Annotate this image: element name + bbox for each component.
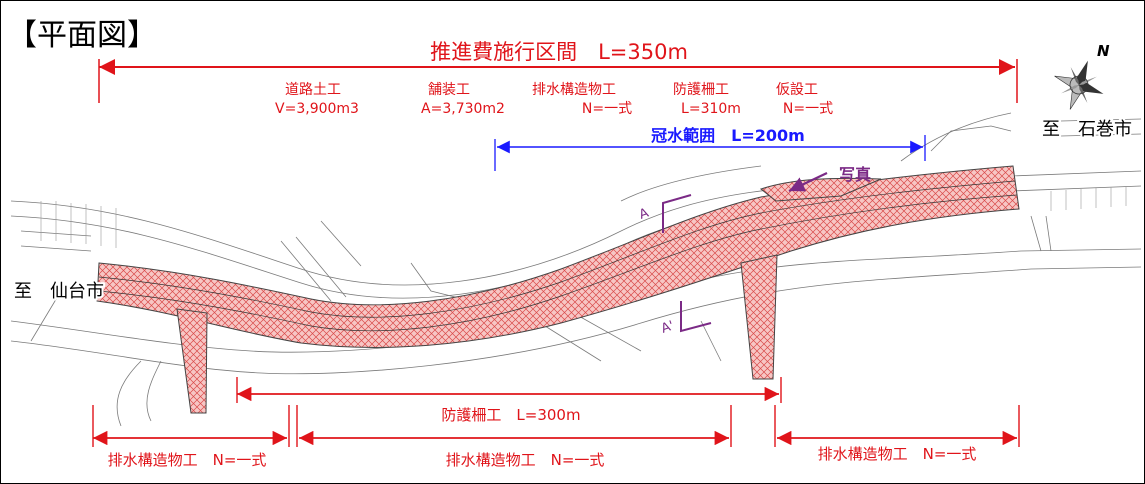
compass-icon <box>1054 60 1104 110</box>
work-qty-drainage: N=一式 <box>582 101 632 117</box>
lane-lines <box>98 180 1018 332</box>
photo-label: 写真 <box>839 165 871 184</box>
destination-left: 至 仙台市 <box>14 281 104 302</box>
branch-road-left <box>176 308 208 414</box>
flood-dimension <box>494 135 926 171</box>
work-qty-earthwork: V=3,900m3 <box>275 101 359 117</box>
work-qty-guardrail: L=310m <box>681 101 741 117</box>
section-dimension <box>98 59 1018 103</box>
work-qty-temporary: N=一式 <box>783 101 833 117</box>
guardrail-label: 防護柵工 L=300m <box>441 406 580 424</box>
destination-right: 至 石巻市 <box>1042 119 1132 140</box>
drain-dimension-center <box>296 405 732 447</box>
section-mark-a <box>662 194 712 333</box>
section-mark-a2-label: A' <box>659 318 676 336</box>
drain-center-label: 排水構造物工 N=一式 <box>446 451 605 469</box>
drain-right-label: 排水構造物工 N=一式 <box>818 445 977 463</box>
work-qty-paving: A=3,730m2 <box>421 101 505 117</box>
section-mark-a-label: A <box>637 206 651 223</box>
work-name-guardrail: 防護柵工 <box>673 82 729 98</box>
tick-marks <box>40 186 1127 248</box>
compass-north-label: N <box>1097 42 1110 60</box>
page-title: 【平面図】 <box>7 18 157 53</box>
flood-label: 冠水範囲 L=200m <box>651 126 805 145</box>
work-name-temporary: 仮設工 <box>776 82 818 98</box>
main-road <box>96 165 1020 348</box>
drain-dimension-right <box>774 405 1020 447</box>
branch-road-right <box>740 254 778 380</box>
work-name-drainage: 排水構造物工 <box>532 82 616 98</box>
section-label: 推進費施行区間 L=350m <box>430 40 688 64</box>
photo-arrow <box>788 172 828 192</box>
guardrail-dimension <box>236 377 782 403</box>
work-name-earthwork: 道路土工 <box>285 82 341 98</box>
drain-dimension-left <box>92 405 290 447</box>
work-name-paving: 舗装工 <box>428 82 470 98</box>
drain-left-label: 排水構造物工 N=一式 <box>108 451 267 469</box>
